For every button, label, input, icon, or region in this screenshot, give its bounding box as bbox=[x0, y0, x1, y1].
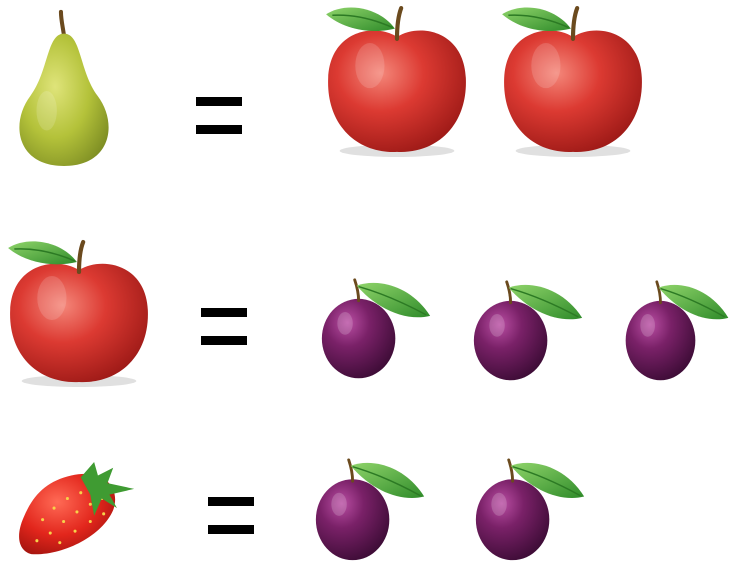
plum-icon bbox=[472, 458, 588, 564]
apple-icon bbox=[324, 4, 470, 158]
strawberry-icon bbox=[14, 462, 138, 558]
equals-sign bbox=[201, 308, 247, 345]
plum-icon bbox=[470, 280, 586, 384]
plum-icon bbox=[318, 278, 434, 382]
plum-icon bbox=[622, 280, 732, 384]
plum-icon bbox=[312, 458, 428, 564]
equals-sign bbox=[208, 497, 254, 534]
apple-icon bbox=[500, 4, 646, 158]
apple-icon bbox=[6, 238, 152, 388]
pear-icon bbox=[8, 2, 120, 170]
equals-sign bbox=[196, 97, 242, 134]
